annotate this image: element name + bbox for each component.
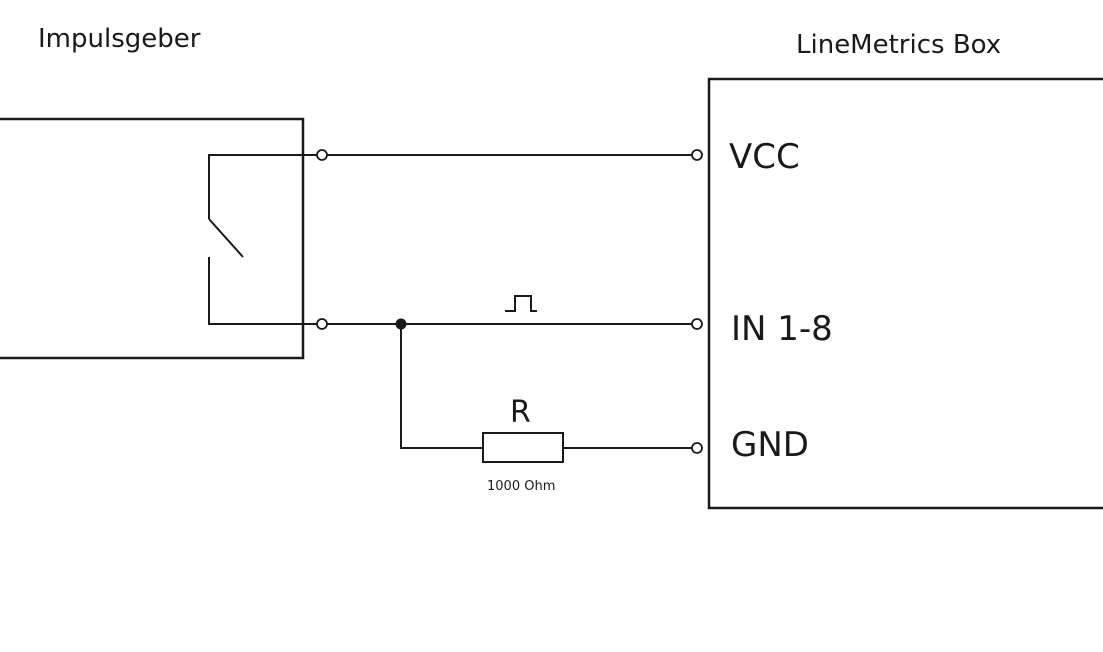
terminal-left-top xyxy=(316,149,328,161)
terminal-left-bottom xyxy=(316,318,328,330)
linemetrics-box-title: LineMetrics Box xyxy=(796,30,1001,60)
pin-label-vcc: VCC xyxy=(729,137,800,177)
pulse-icon xyxy=(505,295,537,312)
resistor-value-label: 1000 Ohm xyxy=(487,479,555,494)
junction-dot xyxy=(395,318,407,330)
resistor-icon xyxy=(482,432,564,463)
impulsgeber-title: Impulsgeber xyxy=(38,24,201,54)
terminal-gnd xyxy=(691,442,703,454)
pin-label-in: IN 1-8 xyxy=(731,309,833,349)
pin-label-gnd: GND xyxy=(731,425,809,465)
impulsgeber-box xyxy=(0,117,305,360)
terminal-in xyxy=(691,318,703,330)
linemetrics-box xyxy=(707,77,1103,510)
terminal-vcc xyxy=(691,149,703,161)
resistor-symbol-label: R xyxy=(510,395,531,430)
resistor-branch-wire xyxy=(400,324,483,449)
switch-icon xyxy=(208,154,322,325)
